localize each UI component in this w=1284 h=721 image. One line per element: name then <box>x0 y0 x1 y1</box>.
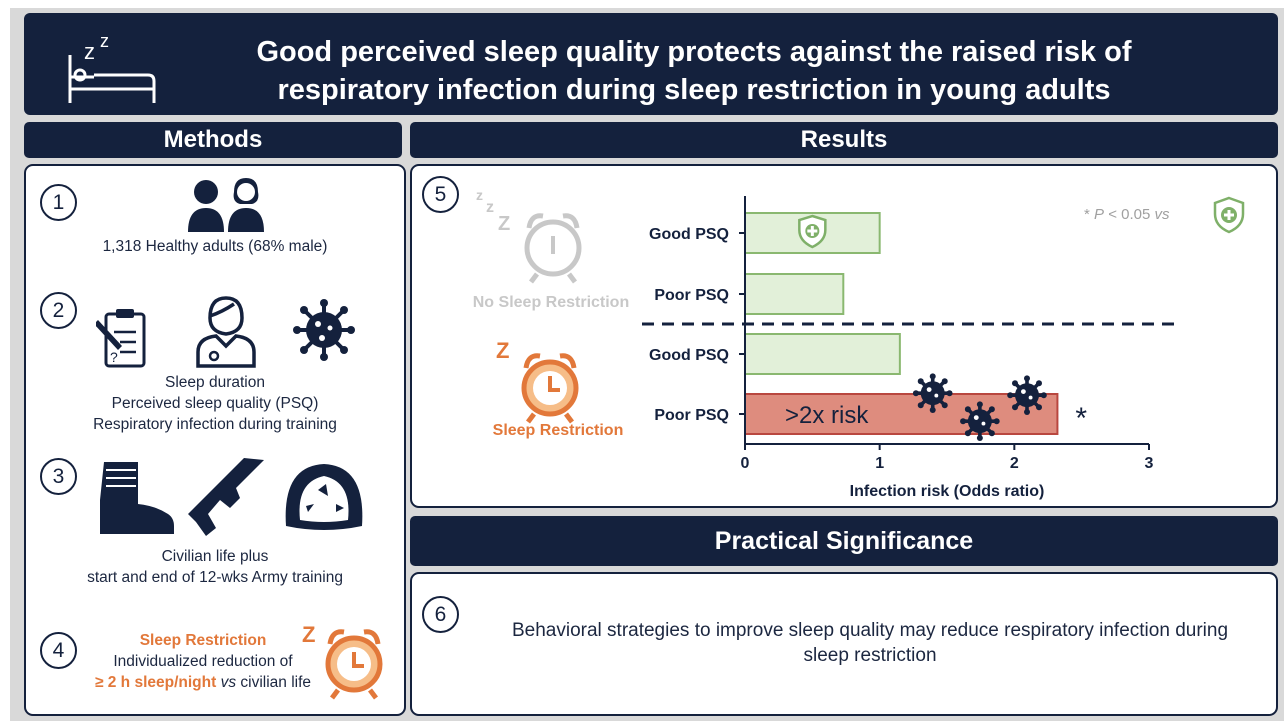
svg-text:z: z <box>486 199 494 216</box>
x-axis-label: Infection risk (Odds ratio) <box>850 483 1045 500</box>
svg-text:Z: Z <box>496 338 509 363</box>
page-title: Good perceived sleep quality protects ag… <box>256 36 1132 106</box>
step4-text: Sleep Restriction Individualized reducti… <box>86 630 320 693</box>
grey-alarm-clock-icon: z z Z <box>474 180 594 297</box>
step-number-5: 5 <box>422 176 459 213</box>
step-number-2: 2 <box>40 292 77 329</box>
practical-text: Behavioral strategies to improve sleep q… <box>511 620 1229 666</box>
step-number-3: 3 <box>40 458 77 495</box>
virus-icon <box>292 298 356 367</box>
results-panel: 5 z z Z No Sleep Restriction Z Sleep Res… <box>410 164 1278 508</box>
boot-icon <box>96 460 176 541</box>
svg-text:z: z <box>84 39 95 64</box>
svg-text:Z: Z <box>302 622 315 647</box>
x-tick-label: 3 <box>1145 455 1154 472</box>
bar <box>744 333 901 375</box>
category-label: Good PSQ <box>649 226 729 243</box>
no-restriction-label: No Sleep Restriction <box>472 294 630 311</box>
orange-alarm-clock-icon: Z <box>494 336 594 431</box>
rifle-icon <box>186 458 266 543</box>
svg-text:?: ? <box>110 349 118 365</box>
risk-label: >2x risk <box>785 402 869 429</box>
clipboard-icon: ? <box>94 306 152 375</box>
alarm-clock-icon: Z <box>302 618 392 705</box>
methods-header: Methods <box>24 122 402 158</box>
step3-text: Civilian life plus start and end of 12-w… <box>87 548 343 586</box>
svg-text:z: z <box>476 187 483 203</box>
green-shield-icon <box>1212 196 1246 239</box>
sleep-bed-icon: z z <box>64 27 164 112</box>
category-label: Good PSQ <box>649 347 729 364</box>
step2-text: Sleep duration Perceived sleep quality (… <box>93 374 337 433</box>
virus-icon <box>960 401 1000 441</box>
doctor-icon <box>194 294 258 373</box>
category-label: Poor PSQ <box>654 407 729 424</box>
green-shield-bar-icon <box>798 214 827 249</box>
practical-panel: 6 Behavioral strategies to improve sleep… <box>410 572 1278 716</box>
bar <box>744 273 845 315</box>
x-tick-label: 0 <box>741 455 750 472</box>
virus-icon <box>1007 375 1047 415</box>
bar <box>744 393 1059 435</box>
step1-text: 1,318 Healthy adults (68% male) <box>102 238 328 255</box>
step4-highlight: ≥ 2 h sleep/night <box>94 674 217 691</box>
methods-panel: 1 1,318 Healthy adults (68% male) 2 ? <box>24 164 406 716</box>
category-label: Poor PSQ <box>654 287 729 304</box>
significance-note: * P < 0.05 vs <box>1084 206 1170 223</box>
virus-icon <box>912 373 953 413</box>
significance-asterisk: * <box>1075 402 1087 435</box>
title-banner: z z Good perceived sleep quality protect… <box>24 13 1278 115</box>
odds-ratio-chart: Good PSQ Poor PSQ Good PSQ Poor PSQ 0 1 2 3Infe… <box>642 196 1180 500</box>
x-tick-label: 2 <box>1010 455 1019 472</box>
restriction-label: Sleep Restriction <box>492 422 624 439</box>
svg-text:z: z <box>100 31 109 51</box>
step4-title: Sleep Restriction <box>139 632 267 649</box>
svg-text:Z: Z <box>498 213 510 235</box>
helmet-icon <box>278 460 370 541</box>
practical-header: Practical Significance <box>410 516 1278 566</box>
step-number-1: 1 <box>40 184 77 221</box>
results-header: Results <box>410 122 1278 158</box>
x-tick-label: 1 <box>875 455 884 472</box>
people-icon <box>186 176 266 237</box>
step-number-6: 6 <box>422 596 459 633</box>
step-number-4: 4 <box>40 632 77 669</box>
